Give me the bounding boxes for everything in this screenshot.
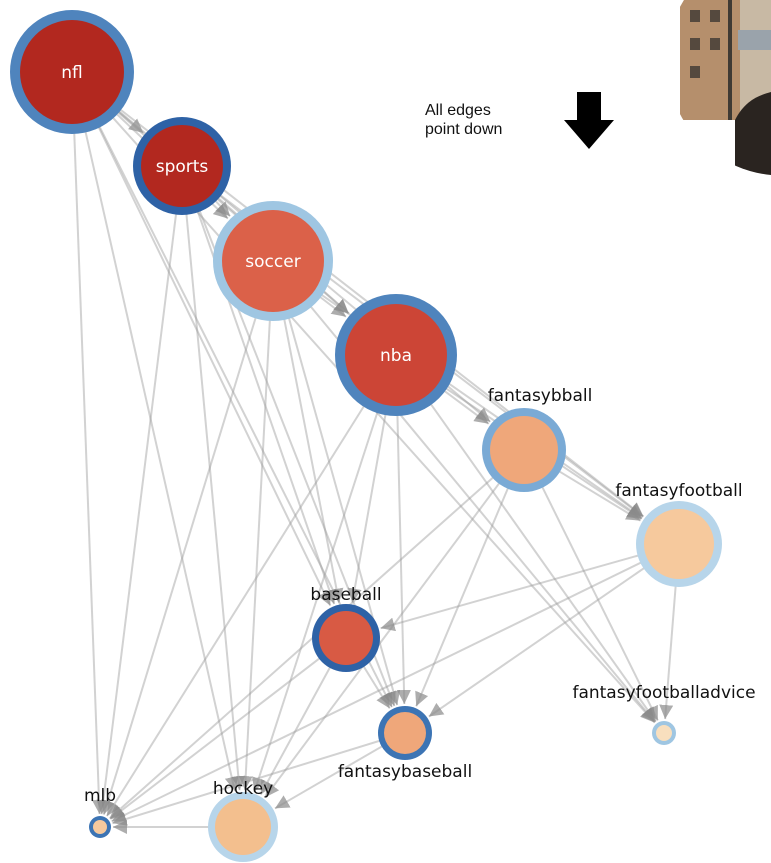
node-label-fantasyfootball: fantasyfootball [615, 481, 742, 501]
edge-nfl-to-baseball [87, 105, 332, 607]
edge-nba-to-fantasybaseball [395, 391, 411, 705]
node-core-nfl [20, 20, 124, 124]
nodes-layer: nfl sports soccer nba fantasybball fantasyfoo… [10, 10, 756, 862]
node-core-mlb [93, 820, 107, 834]
node-fantasyfootball[interactable]: fantasyfootball [615, 481, 743, 587]
edge-nba-to-baseball [347, 390, 391, 603]
node-fantasybball[interactable]: fantasybball [482, 386, 592, 492]
node-label-fantasybball: fantasybball [488, 386, 593, 406]
edges-direction-note: All edges point down [425, 101, 502, 139]
edge-sports-to-hockey [183, 195, 246, 791]
node-label-soccer: soccer [245, 252, 300, 272]
edge-baseball-to-hockey [259, 655, 338, 795]
edge-nfl-to-hockey [79, 108, 239, 792]
node-label-sports: sports [156, 157, 209, 177]
edge-fantasybball-to-fantasyfootball [545, 462, 642, 522]
node-nba[interactable]: nba [335, 294, 457, 416]
node-baseball[interactable]: baseball [310, 585, 382, 672]
edge-soccer-to-hockey [238, 296, 273, 791]
edge-nba-to-fantasyfootballadvice [416, 384, 657, 723]
edge-sports-to-mlb [96, 195, 180, 815]
edge-nfl-to-mlb [72, 109, 106, 815]
node-label-hockey: hockey [213, 779, 273, 799]
node-core-fantasyfootballadvice [656, 725, 672, 741]
node-fantasybaseball[interactable]: fantasybaseball [338, 706, 472, 782]
node-core-fantasybball [490, 416, 558, 484]
node-label-nba: nba [380, 346, 412, 366]
node-soccer[interactable]: soccer [213, 201, 333, 321]
node-label-fantasybaseball: fantasybaseball [338, 762, 472, 782]
edge-nba-to-mlb [106, 385, 378, 817]
edge-fantasybaseball-to-hockey [274, 740, 392, 810]
node-mlb[interactable]: mlb [84, 786, 116, 838]
edge-fantasybball-to-hockey [264, 469, 510, 798]
node-sports[interactable]: sports [133, 117, 231, 215]
edge-baseball-to-mlb [109, 649, 331, 820]
node-nfl[interactable]: nfl [10, 10, 134, 134]
node-fantasyfootballadvice[interactable]: fantasyfootballadvice [572, 683, 756, 745]
node-core-fantasyfootball [644, 509, 714, 579]
node-label-baseball: baseball [310, 585, 381, 605]
node-label-mlb: mlb [84, 786, 116, 806]
edge-fantasyfootball-to-mlb [111, 554, 657, 823]
down-arrow-icon [564, 92, 614, 149]
edge-fantasyfootball-to-fantasyfootballadvice [659, 569, 678, 720]
note-line-1: All edges [425, 102, 491, 119]
node-hockey[interactable]: hockey [208, 779, 278, 862]
note-line-2: point down [425, 121, 503, 138]
node-core-soccer [222, 210, 324, 312]
edge-fantasyfootball-to-fantasybaseball [428, 557, 659, 718]
node-label-fantasyfootballadvice: fantasyfootballadvice [572, 683, 755, 703]
edge-soccer-to-baseball [278, 296, 344, 603]
node-core-fantasybaseball [384, 712, 426, 754]
edge-fantasybaseball-to-mlb [112, 736, 390, 826]
edge-fantasybball-to-fantasyfootballadvice [534, 472, 659, 721]
edge-nba-to-hockey [252, 389, 386, 793]
edge-fantasybball-to-mlb [109, 465, 506, 820]
edge-fantasybball-to-fantasybaseball [415, 472, 516, 707]
node-core-nba [345, 304, 447, 406]
node-core-sports [141, 125, 223, 207]
edge-fantasyfootball-to-baseball [380, 550, 655, 632]
node-core-baseball [319, 611, 373, 665]
edge-soccer-to-mlb [101, 295, 264, 815]
node-label-nfl: nfl [61, 63, 82, 83]
node-core-hockey [215, 799, 271, 855]
